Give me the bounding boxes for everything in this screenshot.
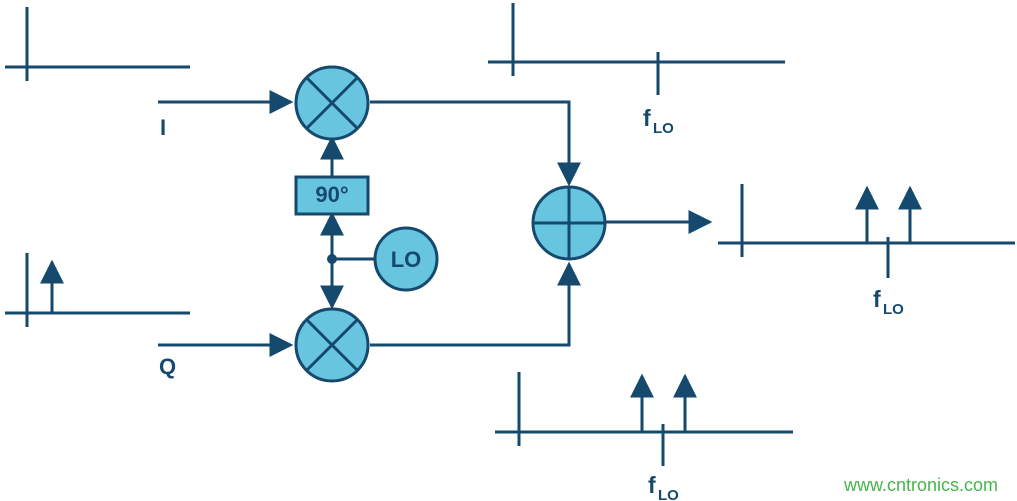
- upper-mixer-output-spectrum: [488, 3, 785, 95]
- upper-flo-label: f LO: [643, 105, 674, 137]
- q-input-label: Q: [159, 354, 176, 379]
- output-flo-label: f LO: [873, 286, 904, 318]
- phase-shift-label: 90°: [315, 182, 348, 207]
- i-input-spectrum: [5, 7, 190, 81]
- phase-shifter: 90°: [294, 175, 370, 216]
- output-spectrum: [718, 184, 1015, 278]
- lower-flo-main: f: [648, 472, 656, 498]
- watermark-text: www.cntronics.com: [843, 475, 998, 495]
- q-input-spectrum: [5, 253, 190, 327]
- upper-flo-main: f: [643, 105, 651, 131]
- local-oscillator: LO: [373, 226, 439, 292]
- lower-flo-subscript: LO: [658, 487, 679, 501]
- upper-mixer: [294, 65, 370, 141]
- lower-mixer-output-line: [370, 261, 581, 347]
- local-oscillator-label: LO: [391, 247, 422, 272]
- output-flo-subscript: LO: [883, 301, 904, 318]
- i-input-label: I: [160, 115, 166, 140]
- lower-mixer: [294, 307, 370, 383]
- lower-mixer-output-spectrum: [495, 372, 793, 466]
- upper-flo-subscript: LO: [653, 120, 674, 137]
- upper-mixer-output-line: [370, 100, 581, 187]
- output-flo-main: f: [873, 286, 881, 312]
- summer: [531, 185, 607, 261]
- lower-flo-label: f LO: [648, 472, 679, 501]
